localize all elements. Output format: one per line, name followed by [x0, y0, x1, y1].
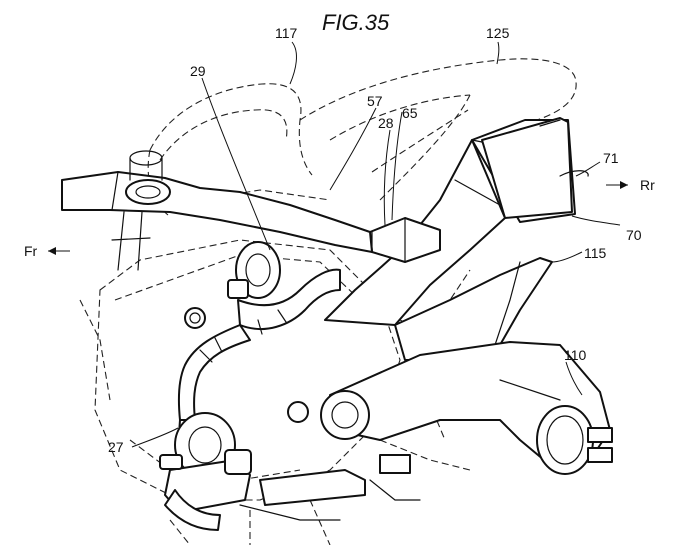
- label-29: 29: [190, 63, 206, 79]
- label-65: 65: [402, 105, 418, 121]
- direction-front-arrow: [48, 247, 70, 255]
- label-57: 57: [367, 93, 383, 109]
- label-71: 71: [603, 150, 619, 166]
- leader-lines: [131, 41, 621, 448]
- direction-rear-arrow: [606, 181, 628, 189]
- direction-front-label: Fr: [24, 243, 38, 259]
- label-70: 70: [626, 227, 642, 243]
- swing-arm: [320, 257, 613, 475]
- intake-arm: [61, 171, 373, 253]
- direction-rear-label: Rr: [640, 177, 655, 193]
- engine-lower-parts: [159, 401, 421, 531]
- label-125: 125: [486, 25, 510, 41]
- label-115: 115: [584, 245, 607, 261]
- air-duct-assembly: [324, 117, 589, 326]
- label-27: 27: [108, 439, 124, 455]
- label-117: 117: [275, 25, 298, 41]
- head-pipe: [111, 150, 163, 271]
- label-110: 110: [564, 347, 587, 363]
- label-28: 28: [378, 115, 394, 131]
- figure-title: FIG.35: [322, 10, 390, 35]
